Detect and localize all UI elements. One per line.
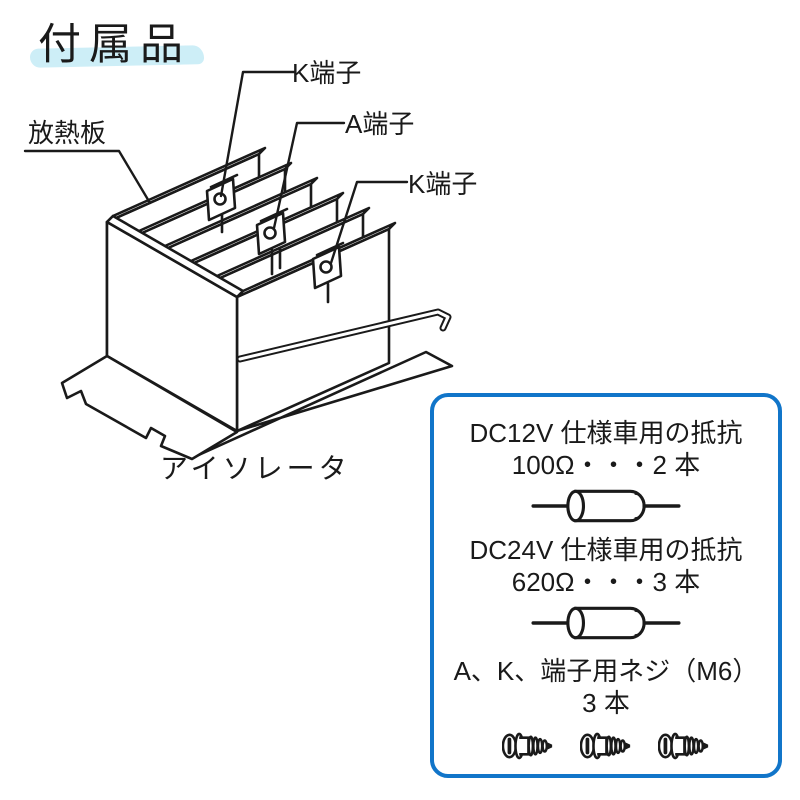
leader-heatsink <box>23 149 152 205</box>
accessory-item-title: A、K、端子用ネジ（M6） <box>453 656 759 686</box>
accessory-box: DC12V 仕様車用の抵抗 100Ω・・・2 本 DC24V 仕様車用の抵抗 6… <box>430 393 782 778</box>
accessory-item-quantity: 100Ω・・・2 本 <box>511 450 701 480</box>
heatsink-plate-label: 放熱板 <box>28 118 107 148</box>
a-terminal-label: A端子 <box>345 109 415 139</box>
mounting-flange <box>60 354 239 461</box>
tie-rod <box>236 308 452 363</box>
a-terminal-tab <box>255 207 289 256</box>
screw-icon <box>658 732 709 760</box>
resistor-icon <box>531 606 681 640</box>
accessory-item-title: DC24V 仕様車用の抵抗 <box>469 535 743 565</box>
k-terminal-label-lower: K端子 <box>408 169 478 199</box>
accessory-item: DC24V 仕様車用の抵抗 620Ω・・・3 本 <box>434 534 778 643</box>
screw-row <box>434 729 778 763</box>
k-terminal-label-top: K端子 <box>292 58 362 88</box>
screw-icon <box>580 732 631 760</box>
isolator-illustration <box>23 70 454 461</box>
leader-k-lower <box>329 180 409 265</box>
terminal-feet <box>220 212 330 304</box>
accessory-item: A、K、端子用ネジ（M6） 3 本 <box>434 655 778 763</box>
screw-icon <box>502 732 553 760</box>
accessory-item-quantity: 3 本 <box>582 688 630 718</box>
resistor-icon <box>531 489 681 523</box>
accessory-item: DC12V 仕様車用の抵抗 100Ω・・・2 本 <box>434 417 778 526</box>
accessory-item-title: DC12V 仕様車用の抵抗 <box>469 418 743 448</box>
accessory-item-quantity: 620Ω・・・3 本 <box>511 567 701 597</box>
isolator-caption: アイソレータ <box>160 453 351 484</box>
page-title: 付属品 <box>38 21 191 69</box>
leader-lines <box>23 70 409 265</box>
leader-a <box>272 121 346 230</box>
leader-k-top <box>219 70 297 198</box>
